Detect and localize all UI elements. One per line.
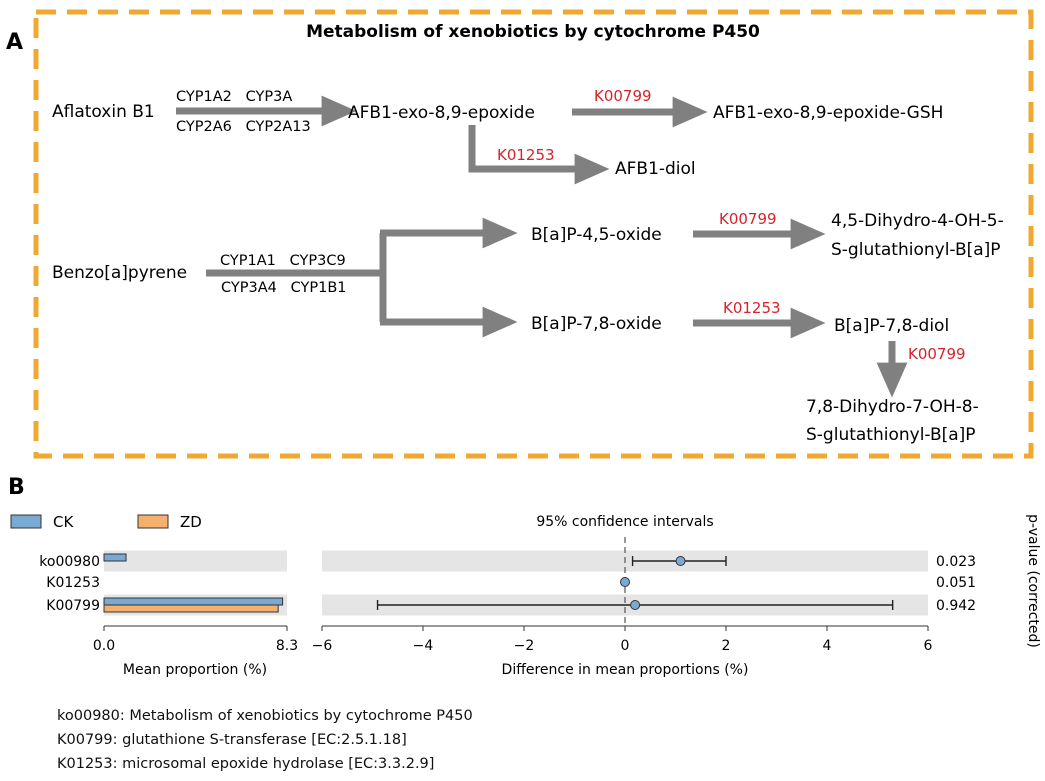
panel-a-title: Metabolism of xenobiotics by cytochrome …: [306, 22, 760, 42]
node-benzo-a-pyrene: Benzo[a]pyrene: [52, 263, 187, 283]
node-aflatoxin-b1: Aflatoxin B1: [52, 102, 155, 122]
p-value-label: 0.942: [936, 598, 976, 614]
node-afb1-gsh: AFB1-exo-8,9-epoxide-GSH: [713, 103, 943, 123]
panel-a-border: [33, 9, 1034, 459]
legend-swatch-zd: [137, 514, 169, 529]
bar-zd: [103, 604, 279, 613]
node-bap-45-product-line2: S-glutathionyl-B[a]P: [831, 240, 1001, 260]
legend-swatch-ck: [10, 514, 42, 529]
right-x-tick-label: 4: [823, 638, 832, 654]
footnote-k00799: K00799: glutathione S-transferase [EC:2.…: [57, 732, 407, 748]
panel-a-label: A: [6, 30, 23, 55]
bar-ck: [103, 597, 284, 606]
ko-label-afb1-diol: K01253: [497, 146, 555, 164]
right-x-tick-label: 6: [924, 638, 933, 654]
difference-ci-plot: 0.023 0.051 0.942 −6 −4 −2 0 2 4 6: [312, 537, 976, 654]
node-afb1-diol: AFB1-diol: [615, 159, 696, 179]
footnote-ko00980: ko00980: Metabolism of xenobiotics by cy…: [57, 708, 473, 724]
left-x-axis-label: Mean proportion (%): [123, 662, 267, 678]
row-label: K00799: [46, 598, 100, 614]
right-x-tick-label: 0: [621, 638, 630, 654]
node-bap-78-diol: B[a]P-7,8-diol: [834, 316, 949, 336]
ci-point: [620, 577, 630, 587]
node-bap-78-product-line2: S-glutathionyl-B[a]P: [806, 425, 976, 445]
enzyme-label-bap-top: CYP1A1 CYP3C9: [220, 253, 346, 269]
enzyme-label-afb1-bottom: CYP2A6 CYP2A13: [176, 119, 311, 135]
arrow-epoxide-to-diol: [468, 125, 610, 185]
panel-b-label: B: [8, 475, 25, 500]
right-x-tick-label: −4: [413, 638, 434, 654]
p-value-label: 0.051: [936, 575, 976, 591]
left-row-band: [104, 550, 287, 572]
node-bap-78-product-line1: 7,8-Dihydro-7-OH-8-: [806, 397, 979, 417]
node-bap-45-product-line1: 4,5-Dihydro-4-OH-5-: [831, 211, 1004, 231]
node-afb1-epoxide: AFB1-exo-8,9-epoxide: [348, 103, 535, 123]
bar-ck: [103, 553, 127, 562]
p-value-label: 0.023: [936, 554, 976, 570]
legend-label-ck: CK: [53, 513, 74, 531]
right-x-tick-label: 2: [722, 638, 731, 654]
row-label: K01253: [46, 575, 100, 591]
right-x-axis-label: Difference in mean proportions (%): [502, 662, 749, 678]
right-x-tick-label: −2: [514, 638, 535, 654]
node-bap-45-oxide: B[a]P-4,5-oxide: [531, 225, 662, 245]
ci-point: [630, 600, 641, 610]
enzyme-label-afb1-top: CYP1A2 CYP3A: [176, 89, 292, 105]
pvalue-axis-label: p-value (corrected): [1025, 514, 1041, 648]
ko-label-bap-45: K00799: [719, 210, 777, 228]
ko-label-diol-product: K00799: [908, 345, 966, 363]
ci-point: [675, 556, 686, 566]
right-x-tick-label: −6: [312, 638, 333, 654]
left-x-tick-label: 8.3: [276, 638, 298, 654]
ci-title: 95% confidence intervals: [536, 514, 713, 530]
ko-label-bap-78: K01253: [723, 299, 781, 317]
footnote-k01253: K01253: microsomal epoxide hydrolase [EC…: [57, 756, 435, 772]
left-x-tick-label: 0.0: [93, 638, 115, 654]
legend-label-zd: ZD: [180, 513, 202, 531]
node-bap-78-oxide: B[a]P-7,8-oxide: [531, 314, 662, 334]
row-label: ko00980: [39, 554, 100, 570]
enzyme-label-bap-bottom: CYP3A4 CYP1B1: [221, 280, 347, 296]
ko-label-afb1-gsh: K00799: [594, 87, 652, 105]
